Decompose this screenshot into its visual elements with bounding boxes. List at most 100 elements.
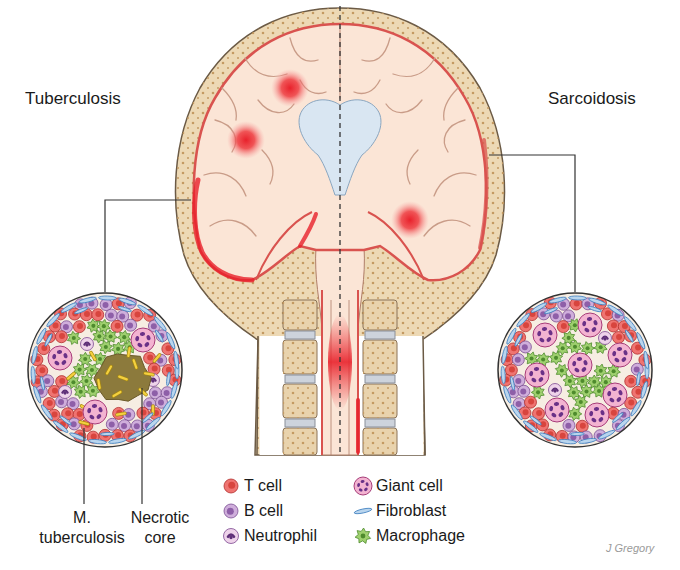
giant-cell-nucleus [598,416,605,422]
macrophage [549,352,562,365]
fibroblast [635,332,646,350]
giant-cell-nucleus [591,417,598,423]
macrophage-nucleus [554,356,558,360]
macrophage-nucleus [572,391,576,395]
t-cell-nucleus [47,400,53,406]
t-cell-nucleus [84,311,90,317]
giant-cell-nucleus [554,402,560,406]
t-cell-nucleus [152,365,158,371]
t-cell [92,309,104,321]
b-cell-nucleus [63,324,69,330]
t-cell [612,331,624,343]
leader-line [83,428,84,504]
cord-lesion [356,400,360,452]
b-cell [513,375,525,387]
giant-cell-nucleus [612,387,618,391]
giant-cell-nucleus [98,407,104,413]
t-cell-nucleus [561,323,567,329]
macrophage [97,319,110,332]
fibroblast [166,372,171,386]
giant-cell-nucleus [534,367,540,371]
giant-cell-nucleus [616,396,623,402]
b-cell-nucleus [520,389,526,395]
macrophage-nucleus [586,346,590,350]
bacterium [128,348,129,356]
sylvian-fissure [256,212,312,280]
macrophage-nucleus [97,334,101,338]
b-cell-nucleus [158,400,164,406]
b-cell-nucleus [522,344,528,350]
fibroblast [529,415,542,426]
b-cell-nucleus [121,423,127,429]
divider-line [339,6,340,456]
t-cell [557,321,569,333]
giant-cell-nucleus [577,357,583,361]
macrophage-nucleus [561,346,565,350]
giant-cell-nucleus [144,341,151,347]
fibroblast [160,400,173,417]
meningitis [195,180,252,280]
t-cell [73,321,85,333]
giant-cell-nucleus [582,321,587,327]
t-cell-nucleus [53,322,59,328]
macrophage-nucleus [102,324,106,328]
t-cell-nucleus [611,410,617,416]
granuloma-outline [498,293,652,447]
b-cell [512,354,524,366]
fibroblast [31,346,39,364]
macrophage-nucleus [592,380,596,384]
fibroblast [40,404,54,421]
macrophage-nucleus [567,336,571,340]
macrophage-nucleus [79,390,83,394]
b-cell-nucleus [560,302,566,308]
t-cell-nucleus [622,323,628,329]
t-cell-nucleus [115,323,121,329]
giant-cell [608,343,632,367]
macrophage-nucleus [573,323,577,327]
t-cell-nucleus [523,322,529,328]
fibroblast [636,372,641,386]
macrophage-nucleus [529,356,533,360]
b-cell [631,363,643,375]
bacterium [145,373,153,374]
b-cell-nucleus [134,423,140,429]
t-cell-nucleus [147,355,153,361]
giant-cell-nucleus [365,482,369,487]
macrophage [594,364,607,377]
lesion [227,121,265,159]
b-cell [224,504,238,518]
b-cell-nucleus [515,357,521,363]
giant-cell-nucleus [54,360,61,366]
fibroblast [59,415,72,426]
giant-cell [83,400,107,424]
giant-cell-nucleus [358,488,363,493]
callout-label: M. tuberculosis [32,508,132,548]
macrophage-nucleus [98,357,102,361]
giant-cell-nucleus [572,361,577,367]
bacterium [134,360,137,368]
granuloma-ground [498,293,652,447]
bacterium [165,425,169,432]
giant-cell-nucleus [531,377,538,383]
t-cell [224,479,238,493]
fibroblast [118,305,132,312]
b-cell-nucleus [227,508,234,515]
giant-cell-nucleus [549,406,554,412]
fibroblast [154,329,164,343]
bacterium [140,389,146,394]
t-cell-nucleus [135,312,141,318]
giant-cell-nucleus [546,336,553,342]
macrophage-nucleus [573,412,577,416]
bacterium [165,425,169,432]
t-cell [111,320,123,332]
disease-label: Sarcoidosis [548,89,636,109]
t-cell-nucleus [528,399,534,405]
bacterium [119,377,127,380]
giant-cell-nucleus [92,404,98,408]
fibroblast [100,432,114,436]
bacterium [107,367,111,374]
giant-cell [131,328,155,352]
fibroblast [558,439,576,445]
giant-cell-nucleus [551,412,558,418]
